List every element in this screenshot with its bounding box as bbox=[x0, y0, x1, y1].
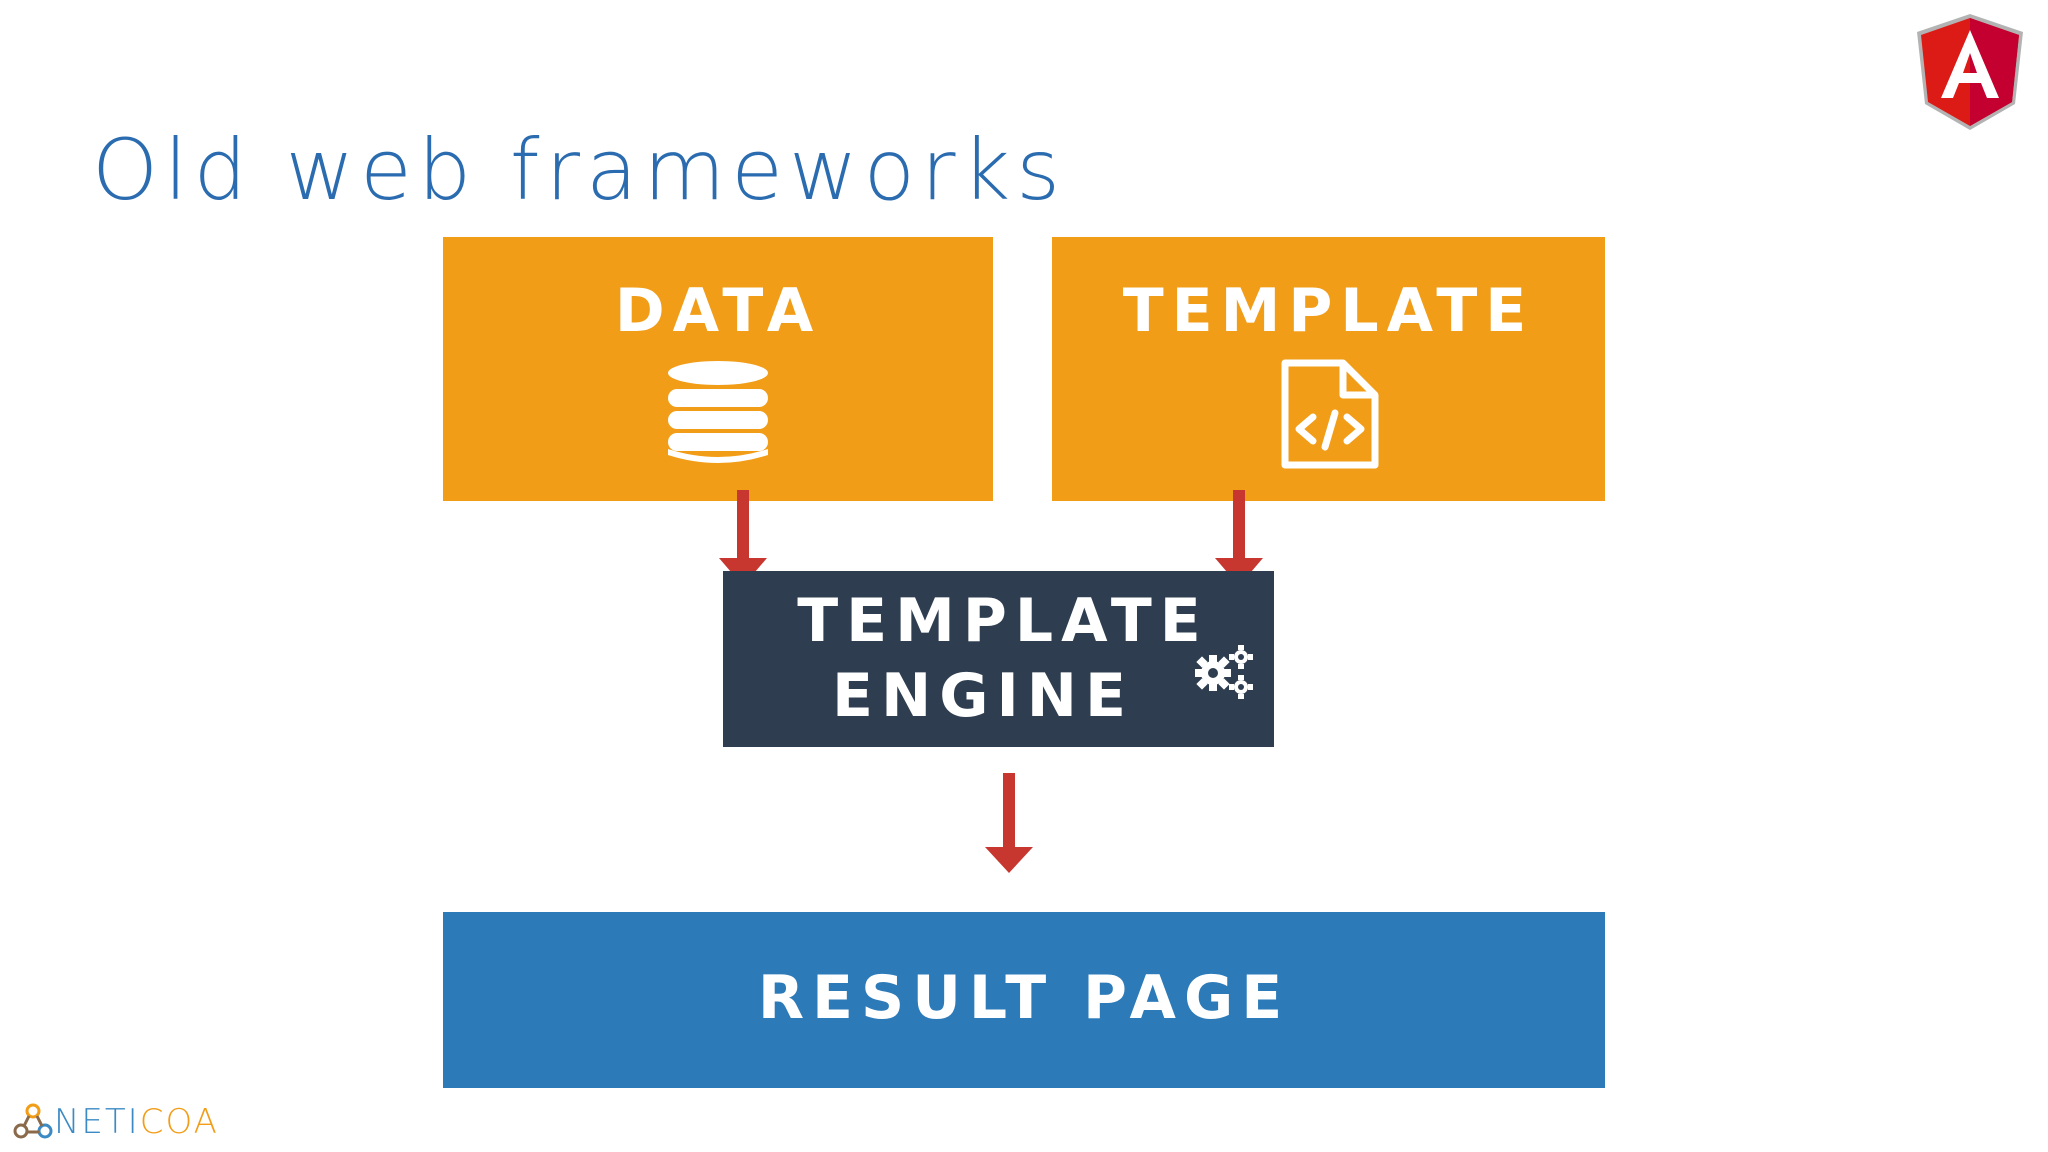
template-label: TEMPLATE bbox=[1122, 276, 1535, 346]
data-label: DATA bbox=[614, 276, 822, 346]
arrow-engine-to-result bbox=[985, 773, 1033, 873]
database-icon bbox=[663, 359, 773, 473]
engine-label-line2: ENGINE bbox=[832, 661, 1134, 731]
brand-name-part1: NETI bbox=[54, 1102, 140, 1142]
template-box: TEMPLATE bbox=[1052, 237, 1605, 501]
code-file-icon bbox=[1277, 359, 1381, 473]
template-engine-box: TEMPLATE ENGINE bbox=[723, 571, 1274, 747]
data-box: DATA bbox=[443, 237, 993, 501]
engine-label-line1: TEMPLATE bbox=[797, 586, 1209, 656]
brand-name-part2: COA bbox=[139, 1102, 219, 1142]
gears-icon bbox=[1193, 643, 1257, 705]
result-page-label: RESULT PAGE bbox=[757, 963, 1291, 1033]
neticoa-logo-icon bbox=[13, 1103, 53, 1139]
angular-logo bbox=[1915, 12, 2025, 136]
slide-title: Old web frameworks bbox=[92, 121, 1067, 219]
result-page-box: RESULT PAGE bbox=[443, 912, 1605, 1088]
